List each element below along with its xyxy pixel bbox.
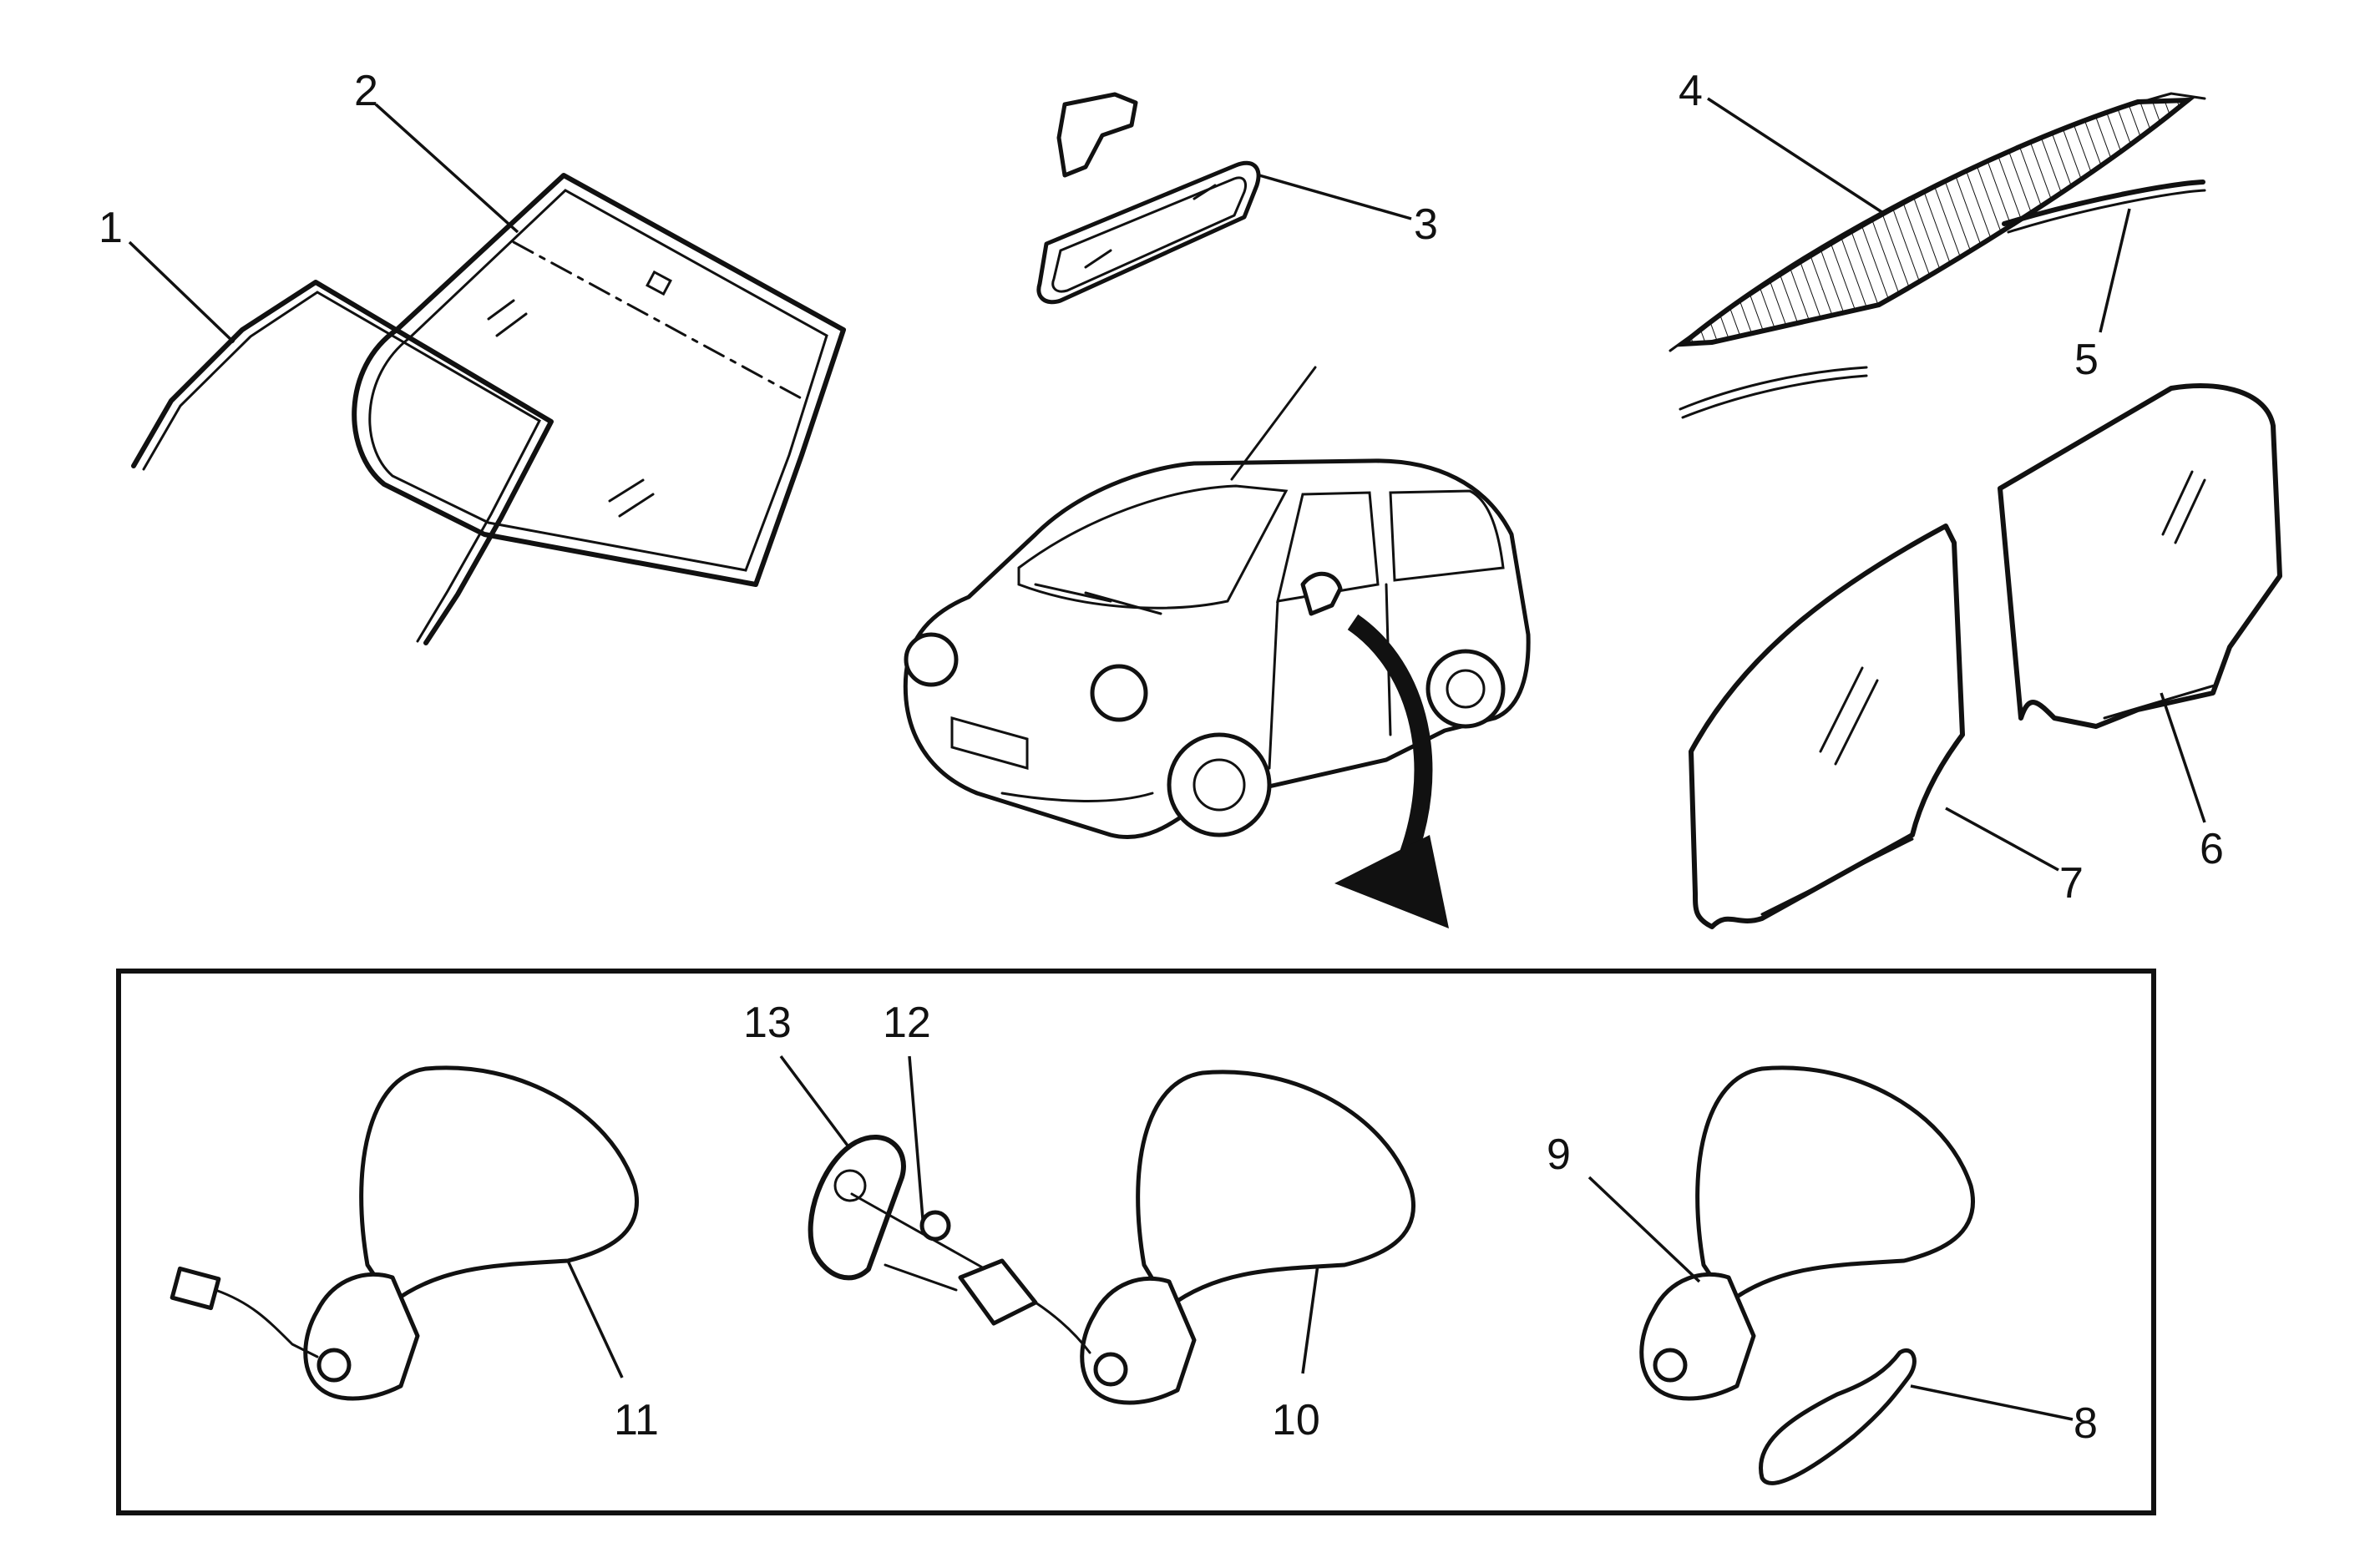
callout-2: 2 [354, 67, 378, 115]
mirror-cover [1759, 1348, 1917, 1485]
inside-rearview-mirror-glass [1036, 160, 1261, 305]
inside-rearview-mirror [1056, 92, 1138, 178]
mirror-nut [919, 1210, 951, 1242]
windshield-glass [352, 173, 846, 587]
callout-12: 12 [883, 999, 931, 1047]
callout-13: 13 [743, 999, 792, 1047]
windshield-molding [131, 280, 554, 645]
callout-5: 5 [2074, 336, 2099, 384]
mirror-detail-frame [116, 969, 2156, 1515]
callout-10: 10 [1272, 1396, 1320, 1444]
detail-arrow-head [1334, 835, 1449, 928]
vehicle-illustration [903, 366, 1531, 840]
callout-8: 8 [2074, 1399, 2098, 1448]
power-outside-mirror [170, 1065, 639, 1401]
outside-mirror-assembly [1639, 1065, 1975, 1401]
callout-1: 1 [99, 204, 123, 252]
callout-9: 9 [1547, 1131, 1571, 1179]
rear-window-trim-strip [2002, 180, 2205, 226]
mirror-gasket [808, 1135, 906, 1281]
callout-7: 7 [2059, 859, 2084, 908]
detail-arrow-shaft [1347, 614, 1433, 873]
callout-11: 11 [614, 1396, 659, 1444]
callout-6: 6 [2200, 825, 2224, 873]
rear-door-window-glass [1998, 383, 2282, 729]
callout-3: 3 [1414, 200, 1438, 249]
callout-4: 4 [1679, 67, 1703, 115]
rear-liftgate-window [1675, 97, 2195, 347]
front-door-window-glass [1689, 524, 1965, 929]
manual-outside-mirror [958, 1070, 1415, 1405]
